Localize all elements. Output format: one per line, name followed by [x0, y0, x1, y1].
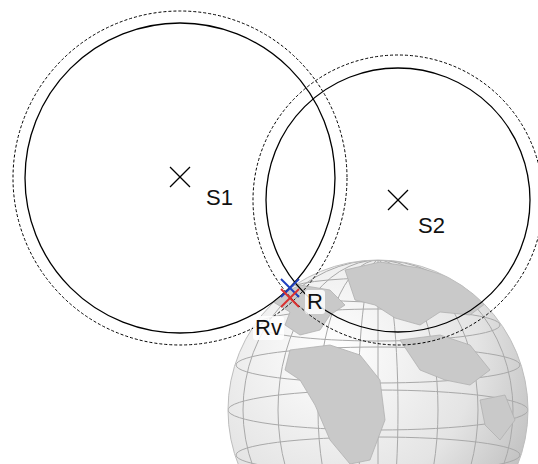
land — [270, 262, 515, 464]
satellite-label: S1 — [204, 186, 235, 210]
receiver-label: Rv — [253, 316, 284, 340]
receiver-label: R — [305, 290, 325, 314]
receiver-virtual-mark — [281, 289, 299, 307]
globe — [228, 260, 528, 464]
receiver-true-mark — [281, 279, 299, 297]
satellite-marks — [170, 167, 408, 210]
range-circles — [13, 11, 538, 345]
satellite-label: S2 — [416, 214, 447, 238]
